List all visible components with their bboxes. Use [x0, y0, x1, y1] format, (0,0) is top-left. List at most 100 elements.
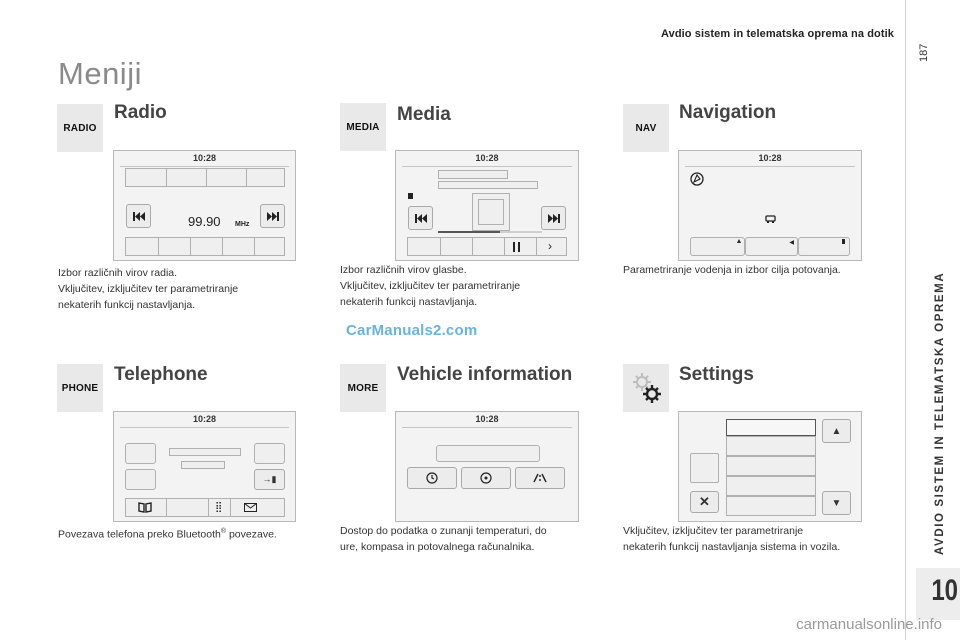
screen-divider [402, 427, 572, 428]
triangle-down-icon: ▼ [831, 497, 842, 509]
navigation-title: Navigation [679, 102, 777, 123]
contacts-icon[interactable] [138, 502, 152, 513]
radio-badge: RADIO [57, 104, 103, 152]
road-icon [533, 473, 547, 483]
transfer-icon: →▮ [262, 474, 277, 484]
compass-icon [480, 472, 492, 484]
side-rule [905, 0, 906, 640]
nav-menu-button[interactable] [690, 237, 745, 256]
phone-number-bar [181, 461, 225, 469]
pause-icon[interactable] [511, 242, 522, 252]
navigation-screen: 10:28 ◀ [678, 150, 862, 261]
settings-list-item[interactable] [726, 436, 816, 456]
settings-list-item[interactable] [726, 496, 816, 516]
screen-clock: 10:28 [758, 153, 782, 163]
skip-back-icon [414, 213, 427, 223]
media-desc-line: nekaterih funkcij nastavljanja. [340, 296, 478, 308]
settings-close-button[interactable]: ✕ [690, 491, 719, 513]
screen-clock: 10:28 [475, 153, 499, 163]
usb-icon [408, 193, 413, 199]
navigation-description: Parametriranje vodenja in izbor cilja po… [623, 262, 893, 278]
media-screen: 10:28 › [395, 150, 579, 261]
media-control-bar: › [407, 237, 567, 256]
settings-screen: ✕ ▲ ▼ [678, 411, 862, 522]
phone-transfer-button[interactable]: →▮ [254, 469, 285, 490]
scroll-down-button[interactable]: ▼ [822, 491, 851, 515]
screen-clock: 10:28 [475, 414, 499, 424]
nav-badge: NAV [623, 104, 669, 152]
media-artist-bar [438, 181, 538, 189]
media-badge: MEDIA [340, 103, 386, 151]
radio-desc-line: nekaterih funkcij nastavljanja. [58, 299, 196, 311]
radio-title: Radio [114, 102, 167, 123]
progress-track [438, 231, 542, 233]
telephone-desc-text: povezave. [226, 528, 277, 541]
settings-list-item[interactable] [726, 456, 816, 476]
screen-divider [120, 166, 289, 167]
skip-back-icon [132, 211, 145, 221]
screen-clock: 10:28 [192, 414, 217, 424]
navigation-desc-line: Parametriranje vodenja in izbor cilja po… [623, 264, 841, 276]
trip-computer-button[interactable] [515, 467, 565, 489]
phone-right-button[interactable] [254, 443, 285, 464]
watermark: CarManuals2.com [346, 322, 478, 339]
media-track-bar [438, 170, 508, 179]
nav-audio-button[interactable]: ◀ [745, 237, 798, 256]
vehicle-description: Dostop do podatka o zunanji temperaturi,… [340, 523, 600, 555]
footer-watermark: carmanualsonline.info [796, 616, 942, 633]
radio-menu-bar [125, 237, 285, 256]
scroll-up-button[interactable]: ▲ [822, 419, 851, 443]
clock-icon [426, 472, 438, 484]
vehicle-screen: 10:28 [395, 411, 579, 522]
page-number: 187 [918, 43, 930, 62]
media-title: Media [397, 104, 451, 125]
chapter-side-title: AVDIO SISTEM IN TELEMATSKA OPREMA [934, 271, 946, 555]
skip-forward-icon [266, 211, 279, 221]
chapter-tab [916, 568, 960, 620]
chevron-right-icon[interactable]: › [548, 239, 552, 253]
running-head: Avdio sistem in telematska oprema na dot… [660, 28, 894, 40]
close-icon: ✕ [699, 494, 710, 509]
radio-frequency-unit: MHz [235, 221, 250, 228]
screen-clock: 10:28 [192, 153, 217, 163]
radio-description: Izbor različnih virov radia. Vključitev,… [58, 265, 318, 313]
phone-name-bar [169, 448, 241, 456]
clock-button[interactable] [407, 467, 457, 489]
settings-list-item[interactable] [726, 476, 816, 496]
telephone-title: Telephone [114, 364, 208, 385]
settings-badge [623, 364, 669, 412]
phone-badge: PHONE [57, 364, 103, 412]
vehicle-desc-line: ure, kompasa in potovalnega računalnika. [340, 541, 535, 553]
nav-destination-button[interactable] [798, 237, 850, 256]
vehicle-desc-line: Dostop do podatka o zunanji temperaturi,… [340, 525, 547, 537]
keypad-icon[interactable]: ⣿ [215, 502, 222, 513]
phone-menu-bar: ⣿ [125, 498, 285, 517]
phone-left-button[interactable] [125, 469, 156, 490]
telephone-description: Povezava telefona preko Bluetooth® povez… [58, 524, 338, 543]
previous-track-button[interactable] [408, 206, 433, 230]
triangle-up-icon: ▲ [831, 425, 842, 437]
messages-icon[interactable] [244, 503, 257, 512]
screen-divider [402, 166, 572, 167]
media-desc-line: Izbor različnih virov glasbe. [340, 264, 467, 276]
telephone-desc-text: Povezava telefona preko Bluetooth [58, 528, 221, 541]
settings-side-button[interactable] [690, 453, 719, 483]
chapter-number: 10 [931, 574, 959, 607]
gears-icon [633, 373, 661, 403]
car-position-icon [765, 215, 776, 223]
album-art [472, 193, 510, 231]
screen-divider [685, 166, 855, 167]
settings-list-item-selected[interactable] [726, 419, 816, 436]
vehicle-information-title: Vehicle information [397, 364, 573, 385]
next-track-button[interactable] [541, 206, 566, 230]
seek-back-button[interactable] [126, 204, 151, 228]
phone-left-button[interactable] [125, 443, 156, 464]
page-title: Meniji [58, 56, 142, 91]
registered-mark: ® [220, 528, 227, 535]
seek-forward-button[interactable] [260, 204, 285, 228]
compass-icon[interactable] [690, 172, 704, 186]
media-description: Izbor različnih virov glasbe. Vključitev… [340, 262, 600, 310]
compass-button[interactable] [461, 467, 511, 489]
telephone-screen: 10:28 →▮ ⣿ [113, 411, 296, 522]
settings-description: Vključitev, izključitev ter parametriran… [623, 523, 903, 555]
